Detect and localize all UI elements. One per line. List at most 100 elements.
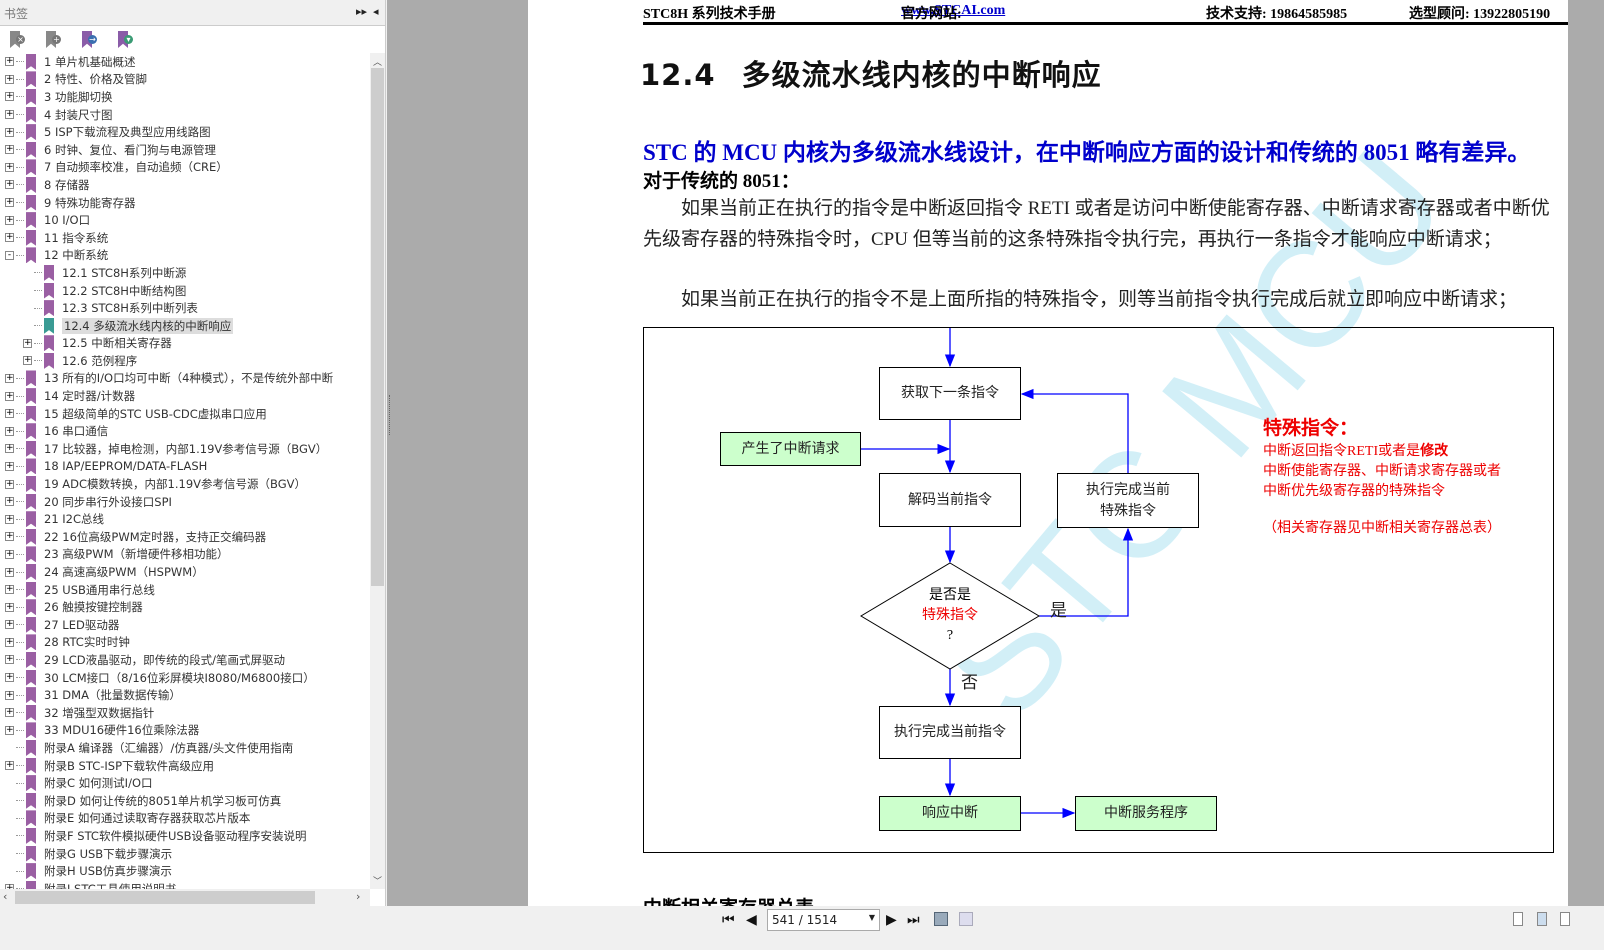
bookmark-item[interactable]: +28 RTC实时时钟 <box>0 634 370 652</box>
expand-icon[interactable]: + <box>5 531 14 542</box>
expand-icon[interactable]: + <box>5 109 14 120</box>
bookmark-item[interactable]: +21 I2C总线 <box>0 510 370 528</box>
expand-icon[interactable]: + <box>5 197 14 208</box>
bookmark-item[interactable]: +31 DMA（批量数据传输） <box>0 686 370 704</box>
expand-icon[interactable]: + <box>5 548 14 559</box>
expand-icon[interactable]: + <box>5 584 14 595</box>
collapse-panel-icon[interactable]: ◂ <box>373 5 379 18</box>
prev-page-button[interactable]: ◀ <box>746 912 757 928</box>
last-page-button[interactable]: ⏭ <box>907 912 920 928</box>
first-page-button[interactable]: ⏮ <box>722 912 735 928</box>
delete-bookmark-icon[interactable]: × <box>10 31 25 48</box>
horizontal-scrollbar[interactable]: ‹› <box>0 889 370 906</box>
bookmark-item[interactable]: 附录C 如何测试I/O口 <box>0 774 370 792</box>
facing-view-icon[interactable] <box>1560 912 1570 926</box>
expand-icon[interactable]: + <box>5 179 14 190</box>
bookmark-item[interactable]: +16 串口通信 <box>0 422 370 440</box>
bookmark-item[interactable]: +附录I STC工具使用说明书 <box>0 880 370 889</box>
bookmark-item[interactable]: +4 封装尺寸图 <box>0 106 370 124</box>
bookmark-item[interactable]: 附录H USB仿真步骤演示 <box>0 862 370 880</box>
bookmark-item[interactable]: +3 功能脚切换 <box>0 88 370 106</box>
bookmark-item[interactable]: +24 高速高级PWM（HSPWM） <box>0 563 370 581</box>
expand-icon[interactable]: + <box>5 760 14 771</box>
chevron-down-icon[interactable]: ▼ <box>868 913 875 922</box>
expand-icon[interactable]: + <box>5 56 14 67</box>
bookmark-item[interactable]: 附录F STC软件模拟硬件USB设备驱动程序安装说明 <box>0 827 370 845</box>
bookmark-item[interactable]: +19 ADC模数转换，内部1.19V参考信号源（BGV） <box>0 475 370 493</box>
bookmark-item[interactable]: +25 USB通用串行总线 <box>0 581 370 599</box>
bookmark-item[interactable]: +15 超级简单的STC USB-CDC虚拟串口应用 <box>0 405 370 423</box>
bookmark-item[interactable]: -12 中断系统 <box>0 247 370 265</box>
expand-icon[interactable]: + <box>5 425 14 436</box>
expand-icon[interactable]: + <box>23 337 32 348</box>
continuous-view-icon[interactable] <box>1537 912 1547 926</box>
splitter[interactable] <box>387 0 528 906</box>
bookmark-item[interactable]: +12.6 范例程序 <box>0 352 370 370</box>
expand-icon[interactable]: + <box>23 355 32 366</box>
goto-bookmark-icon[interactable]: → <box>82 31 97 48</box>
expand-icon[interactable]: + <box>5 636 14 647</box>
bookmark-item[interactable]: 附录D 如何让传统的8051单片机学习板可仿真 <box>0 792 370 810</box>
bookmark-item[interactable]: +23 高级PWM（新增硬件移相功能） <box>0 546 370 564</box>
bookmark-item[interactable]: 附录G USB下载步骤演示 <box>0 845 370 863</box>
bookmark-item[interactable]: +附录B STC-ISP下载软件高级应用 <box>0 757 370 775</box>
expand-icon[interactable]: + <box>5 408 14 419</box>
bookmark-item[interactable]: 12.4 多级流水线内核的中断响应 <box>0 317 370 335</box>
bookmark-item[interactable]: 12.3 STC8H系列中断列表 <box>0 299 370 317</box>
collapse-icon[interactable]: - <box>5 250 14 260</box>
forward-view-icon[interactable] <box>959 912 973 926</box>
expand-icon[interactable]: + <box>5 214 14 225</box>
bookmark-item[interactable]: +17 比较器，掉电检测，内部1.19V参考信号源（BGV） <box>0 440 370 458</box>
bookmark-item[interactable]: +5 ISP下载流程及典型应用线路图 <box>0 123 370 141</box>
bookmark-item[interactable]: +7 自动频率校准，自动追频（CRE） <box>0 159 370 177</box>
bookmark-item[interactable]: 附录E 如何通过读取寄存器获取芯片版本 <box>0 810 370 828</box>
expand-icon[interactable]: + <box>5 724 14 735</box>
bookmark-item[interactable]: +26 触摸按键控制器 <box>0 598 370 616</box>
add-bookmark-icon[interactable]: + <box>46 31 61 48</box>
expand-icon[interactable]: + <box>5 566 14 577</box>
bookmark-item[interactable]: 12.1 STC8H系列中断源 <box>0 264 370 282</box>
bookmark-item[interactable]: +20 同步串行外设接口SPI <box>0 493 370 511</box>
expand-icon[interactable]: + <box>5 654 14 665</box>
next-page-button[interactable]: ▶ <box>886 912 897 928</box>
bookmark-item[interactable]: +9 特殊功能寄存器 <box>0 194 370 212</box>
expand-bookmark-icon[interactable]: ▾ <box>118 31 133 48</box>
single-page-view-icon[interactable] <box>1513 912 1523 926</box>
expand-panel-icon[interactable]: ▸▸ <box>356 5 368 18</box>
bookmark-item[interactable]: +10 I/O口 <box>0 211 370 229</box>
expand-icon[interactable]: + <box>5 513 14 524</box>
expand-icon[interactable]: + <box>5 73 14 84</box>
bookmark-item[interactable]: +13 所有的I/O口均可中断（4种模式），不是传统外部中断 <box>0 370 370 388</box>
bookmark-item[interactable]: +33 MDU16硬件16位乘除法器 <box>0 722 370 740</box>
bookmark-item[interactable]: +27 LED驱动器 <box>0 616 370 634</box>
bookmark-item[interactable]: +11 指令系统 <box>0 229 370 247</box>
expand-icon[interactable]: + <box>5 460 14 471</box>
bookmark-item[interactable]: +18 IAP/EEPROM/DATA-FLASH <box>0 458 370 476</box>
expand-icon[interactable]: + <box>5 161 14 172</box>
bookmark-item[interactable]: +14 定时器/计数器 <box>0 387 370 405</box>
bookmark-item[interactable]: +12.5 中断相关寄存器 <box>0 335 370 353</box>
expand-icon[interactable]: + <box>5 601 14 612</box>
back-view-icon[interactable] <box>934 912 948 926</box>
expand-icon[interactable]: + <box>5 672 14 683</box>
website-link[interactable]: www.STCAI.com <box>901 3 1006 18</box>
expand-icon[interactable]: + <box>5 144 14 155</box>
expand-icon[interactable]: + <box>5 443 14 454</box>
expand-icon[interactable]: + <box>5 884 14 889</box>
expand-icon[interactable]: + <box>5 372 14 383</box>
expand-icon[interactable]: + <box>5 232 14 243</box>
expand-icon[interactable]: + <box>5 496 14 507</box>
expand-icon[interactable]: + <box>5 619 14 630</box>
expand-icon[interactable]: + <box>5 478 14 489</box>
bookmark-item[interactable]: 12.2 STC8H中断结构图 <box>0 282 370 300</box>
expand-icon[interactable]: + <box>5 390 14 401</box>
bookmark-item[interactable]: +8 存储器 <box>0 176 370 194</box>
expand-icon[interactable]: + <box>5 707 14 718</box>
bookmark-item[interactable]: +2 特性、价格及管脚 <box>0 71 370 89</box>
bookmark-item[interactable]: 附录A 编译器（汇编器）/仿真器/头文件使用指南 <box>0 739 370 757</box>
bookmark-item[interactable]: +22 16位高级PWM定时器，支持正交编码器 <box>0 528 370 546</box>
bookmark-item[interactable]: +29 LCD液晶驱动，即传统的段式/笔画式屏驱动 <box>0 651 370 669</box>
bookmark-item[interactable]: +32 增强型双数据指针 <box>0 704 370 722</box>
bookmark-item[interactable]: +1 单片机基础概述 <box>0 53 370 71</box>
bookmark-item[interactable]: +30 LCM接口（8/16位彩屏模块I8080/M6800接口） <box>0 669 370 687</box>
